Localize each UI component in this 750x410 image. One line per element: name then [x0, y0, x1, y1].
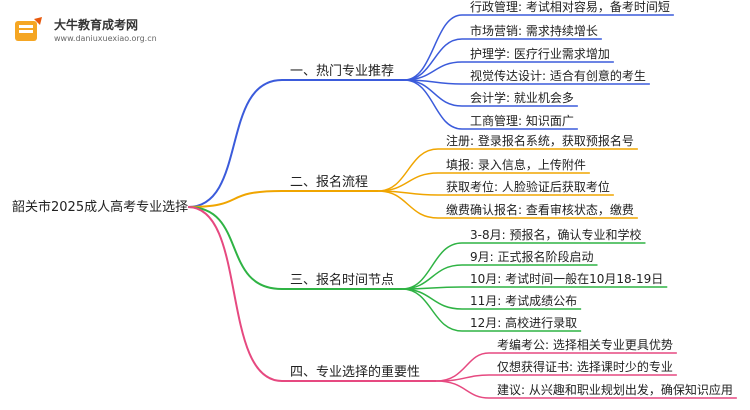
leaf-connector [435, 374, 490, 382]
leaf-connector [377, 148, 439, 192]
book-logo-icon [15, 17, 42, 41]
leaf-connector [401, 288, 463, 332]
leaf-label: 缴费确认报名: 查看审核状态，缴费 [446, 202, 634, 217]
leaf-connector [401, 242, 463, 290]
leaf-label: 行政管理: 考试相对容易，备考时间短 [470, 0, 670, 14]
leaf-label: 会计学: 就业机会多 [470, 90, 574, 105]
leaf-label: 建议: 从兴趣和职业规划出发，确保知识应用 [497, 382, 733, 397]
logo-title: 大牛教育成考网 [54, 18, 139, 32]
leaf-label: 市场营销: 需求持续增长 [470, 23, 598, 38]
leaf-connector [435, 352, 490, 382]
leaf-label: 视觉传达设计: 适合有创意的考生 [470, 68, 646, 83]
leaf-label: 10月: 考试时间一般在10月18-19日 [470, 271, 663, 286]
leaf-label: 9月: 正式报名阶段启动 [470, 249, 594, 264]
leaf-connector [401, 264, 463, 290]
leaf-connector [403, 79, 463, 130]
leaf-connector [401, 288, 463, 310]
leaf-connector [403, 38, 463, 81]
leaf-connector [377, 190, 439, 219]
leaf-label: 护理学: 医疗行业需求增加 [470, 46, 610, 61]
branch-connector [187, 190, 283, 208]
leaf-connector [377, 172, 439, 192]
leaf-label: 3-8月: 预报名，确认专业和学校 [470, 227, 641, 242]
branch-connector [187, 206, 283, 290]
leaf-connector [403, 14, 463, 81]
branch-label: 三、报名时间节点 [290, 272, 394, 288]
leaf-label: 获取考位: 人脸验证后获取考位 [446, 179, 610, 194]
branch-label: 四、专业选择的重要性 [290, 364, 420, 380]
site-logo: 大牛教育成考网 www.daniuxuexiao.org.cn [12, 14, 157, 48]
branch-connector [187, 79, 283, 208]
branch-label: 二、报名流程 [290, 174, 368, 190]
branch-label: 一、热门专业推荐 [290, 64, 394, 79]
leaf-label: 12月: 高校进行录取 [470, 315, 577, 330]
leaf-label: 注册: 登录报名系统，获取预报名号 [446, 133, 634, 148]
leaf-label: 仅想获得证书: 选择课时少的专业 [497, 359, 673, 374]
leaf-label: 11月: 考试成绩公布 [470, 293, 577, 308]
leaf-connector [435, 380, 490, 399]
logo-url: www.daniuxuexiao.org.cn [54, 34, 157, 43]
leaf-label: 填报: 录入信息，上传附件 [446, 157, 586, 172]
root-node: 韶关市2025成人高考专业选择 [12, 199, 188, 215]
branch-connector [187, 206, 283, 382]
leaf-label: 考编考公: 选择相关专业更具优势 [497, 337, 673, 352]
leaf-label: 工商管理: 知识面广 [470, 113, 574, 128]
